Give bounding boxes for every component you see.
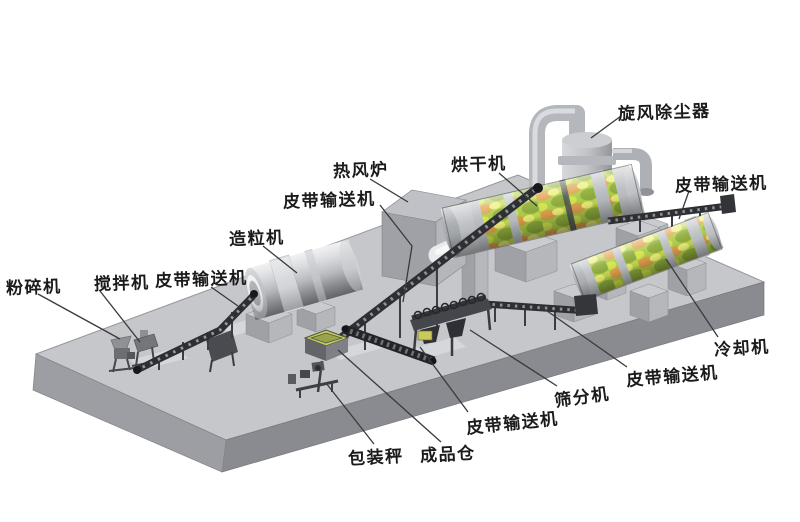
label-belt-conveyor-dryer: 皮带输送机 [282,189,376,213]
label-crusher: 粉碎机 [5,277,62,299]
label-belt-conveyor-feed: 皮带输送机 [154,268,248,292]
crusher-machine [108,335,136,373]
belt-conveyor-feed [133,290,258,375]
label-mixer: 搅拌机 [93,273,150,295]
label-packing-scale: 包装秤 [347,446,405,470]
label-finished-product-bin: 成品仓 [419,443,477,467]
granulator-drum [241,239,364,321]
label-belt-conveyor-top-right: 皮带输送机 [674,173,768,197]
conveyor-support-frame [206,330,238,373]
screening-machine [410,292,492,356]
label-dryer: 烘干机 [450,154,507,176]
label-hot-air-furnace: 热风炉 [332,160,389,182]
cooler-drum [569,212,724,301]
packing-scale [288,360,339,398]
leader-lines [37,115,719,445]
belt-conveyor-top-right [607,194,736,232]
label-cyclone-dust-collector: 旋风除尘器 [617,101,711,125]
dryer-drum [440,163,645,259]
label-cooler: 冷却机 [713,337,771,361]
finished-product-bin [303,329,350,361]
label-granulator: 造粒机 [228,228,285,250]
